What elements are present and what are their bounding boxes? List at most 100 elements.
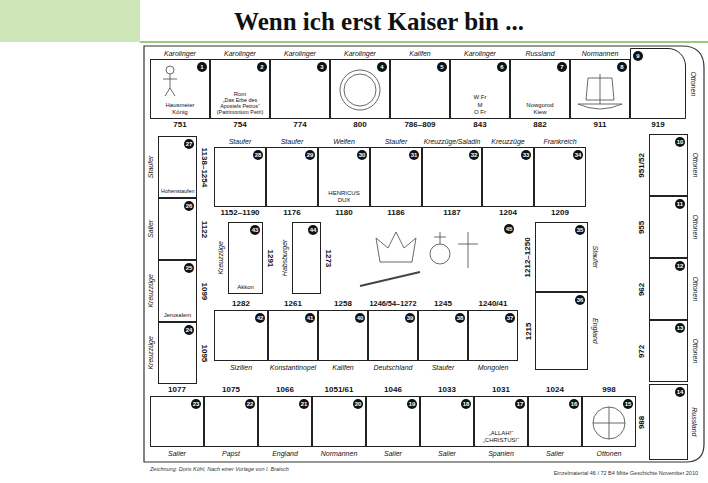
footer-note: Einzelmaterial 46 / 72 B4 Mitte Geschich… — [554, 470, 698, 476]
square-texts: W FrMO Fr — [453, 94, 507, 116]
label-strip: 1245 — [418, 298, 468, 310]
ruler-label: Normannen — [321, 450, 358, 458]
square-text: HENRICUS — [328, 190, 359, 197]
callout-number: 6 — [497, 62, 507, 72]
callout-number: 34 — [573, 150, 583, 160]
label-strip: 1176 — [266, 207, 318, 220]
board-square: 421282Sizilien — [214, 298, 268, 374]
year-label: 882 — [533, 121, 546, 130]
ruler-label: Normannen — [582, 50, 619, 58]
year-label: 1031 — [492, 386, 510, 395]
square-frame: 25Jerusalem — [158, 260, 197, 322]
callout-number: 10 — [675, 137, 685, 147]
board-square: 371240/41Mongolen — [468, 298, 518, 374]
callout-number: 21 — [299, 399, 309, 409]
label-strip: 1291 — [263, 222, 276, 294]
year-label: 1180 — [335, 209, 352, 218]
square-frame: 30HENRICUSDUX — [318, 147, 370, 207]
ruler-label: Staufer — [591, 246, 599, 269]
square-frame: 22 — [204, 396, 258, 447]
square-frame: 8 — [570, 59, 630, 119]
ruler-label: Kreuzzüge — [147, 274, 155, 307]
label-strip: 998 — [582, 384, 636, 396]
board-square: 11955Ottonen — [636, 196, 702, 258]
square-text: Akkon — [237, 284, 254, 291]
coin-rim — [344, 74, 376, 106]
square-frame: 24 — [158, 322, 197, 384]
board-square: 27HohenstaufenStaufer1138–1254 — [144, 136, 210, 198]
year-label: 754 — [233, 121, 246, 130]
illustrations — [163, 66, 625, 439]
square-text: König — [172, 109, 187, 116]
board-square: 361215England — [522, 292, 602, 370]
square-text: „Das Erbe des Apostels Petrus“ (Patrimon… — [213, 98, 267, 116]
board-square: 30HENRICUSDUXWelfen1180 — [318, 136, 370, 220]
square-text: Jerusalem — [164, 312, 192, 319]
label-strip: 751 — [150, 119, 210, 132]
year-label: 1099 — [199, 282, 208, 300]
callout-number: 32 — [469, 150, 479, 160]
label-strip: Ottonen — [582, 447, 636, 460]
label-strip: 774 — [270, 119, 330, 132]
figure-body — [163, 74, 177, 96]
board-square: 1HausmeierKönigKarolinger751 — [150, 48, 210, 132]
label-strip: Deutschland — [368, 361, 418, 374]
board-square: 43AkkonKreuzzüge 1291 — [214, 222, 276, 294]
crown — [376, 232, 416, 262]
label-strip: Mongolen — [468, 361, 518, 374]
board-square: 9Ottonen919 — [630, 48, 700, 132]
label-strip: Staufer — [144, 136, 158, 198]
label-strip: England — [258, 447, 312, 460]
ruler-label: Habsburger — [281, 240, 289, 277]
board-square: 28Staufer1152–1190 — [214, 136, 266, 220]
square-frame: 29 — [266, 147, 318, 207]
coin — [340, 70, 380, 110]
label-strip: 882 — [510, 119, 570, 132]
label-strip: 1075 — [204, 384, 258, 396]
year-label: 1245 — [434, 300, 452, 309]
ruler-label: Kreuzzüge — [491, 138, 524, 146]
callout-number: 25 — [184, 263, 194, 273]
callout-number: 7 — [557, 62, 567, 72]
ruler-label: Kreuzzüge — [147, 336, 155, 369]
year-label: 1095 — [199, 344, 208, 362]
square-texts: Jerusalem — [161, 312, 194, 319]
square-text: Hausmeier — [165, 102, 194, 109]
ruler-label: Russland — [691, 407, 699, 436]
board-square: 221075Papst — [204, 384, 258, 460]
ruler-label: Konstantinopel — [270, 364, 316, 372]
square-frame: 43Akkon — [228, 222, 263, 294]
board-square: 32Kreuzzüge/Saladin1187 — [422, 136, 482, 220]
ruler-label: Karolinger — [164, 50, 196, 58]
callout-number: 18 — [461, 399, 471, 409]
label-strip: 1180 — [318, 207, 370, 220]
ruler-label: Staufer — [432, 364, 455, 372]
year-label: 988 — [638, 415, 647, 428]
board-square: 26Salier1122 — [144, 198, 210, 260]
label-strip: Staufer — [214, 136, 266, 147]
square-frame: 7NowgorodKiew — [510, 59, 570, 119]
ruler-label: Ottonen — [691, 215, 699, 240]
year-label: 1122 — [199, 220, 208, 237]
square-frame: 20 — [312, 396, 366, 447]
label-strip: Ottonen — [688, 320, 702, 382]
label-strip: Karolinger — [210, 48, 270, 59]
callout-number: 30 — [357, 150, 367, 160]
square-frame: 40 — [318, 310, 368, 361]
callout-number: 41 — [305, 313, 315, 323]
square-frame: 6 W FrMO Fr — [450, 59, 510, 119]
ruler-label: Kreuzzüge — [217, 241, 225, 274]
ruler-label: Salier — [438, 450, 456, 458]
label-strip: 800 — [330, 119, 390, 132]
ruler-label: Salier — [384, 450, 402, 458]
callout-number: 15 — [623, 399, 633, 409]
year-label: 919 — [651, 121, 664, 130]
board-square: 17„ALLAH!“„CHRISTUS!“1031Spanien — [474, 384, 528, 460]
square-frame: 5 — [390, 59, 450, 119]
callout-number: 39 — [405, 313, 415, 323]
ruler-label: Ottonen — [597, 450, 622, 458]
square-texts: HausmeierKönig — [153, 102, 207, 116]
square-text: O Fr — [474, 109, 486, 116]
square-frame: 34 — [534, 147, 586, 207]
callout-number: 19 — [407, 399, 417, 409]
